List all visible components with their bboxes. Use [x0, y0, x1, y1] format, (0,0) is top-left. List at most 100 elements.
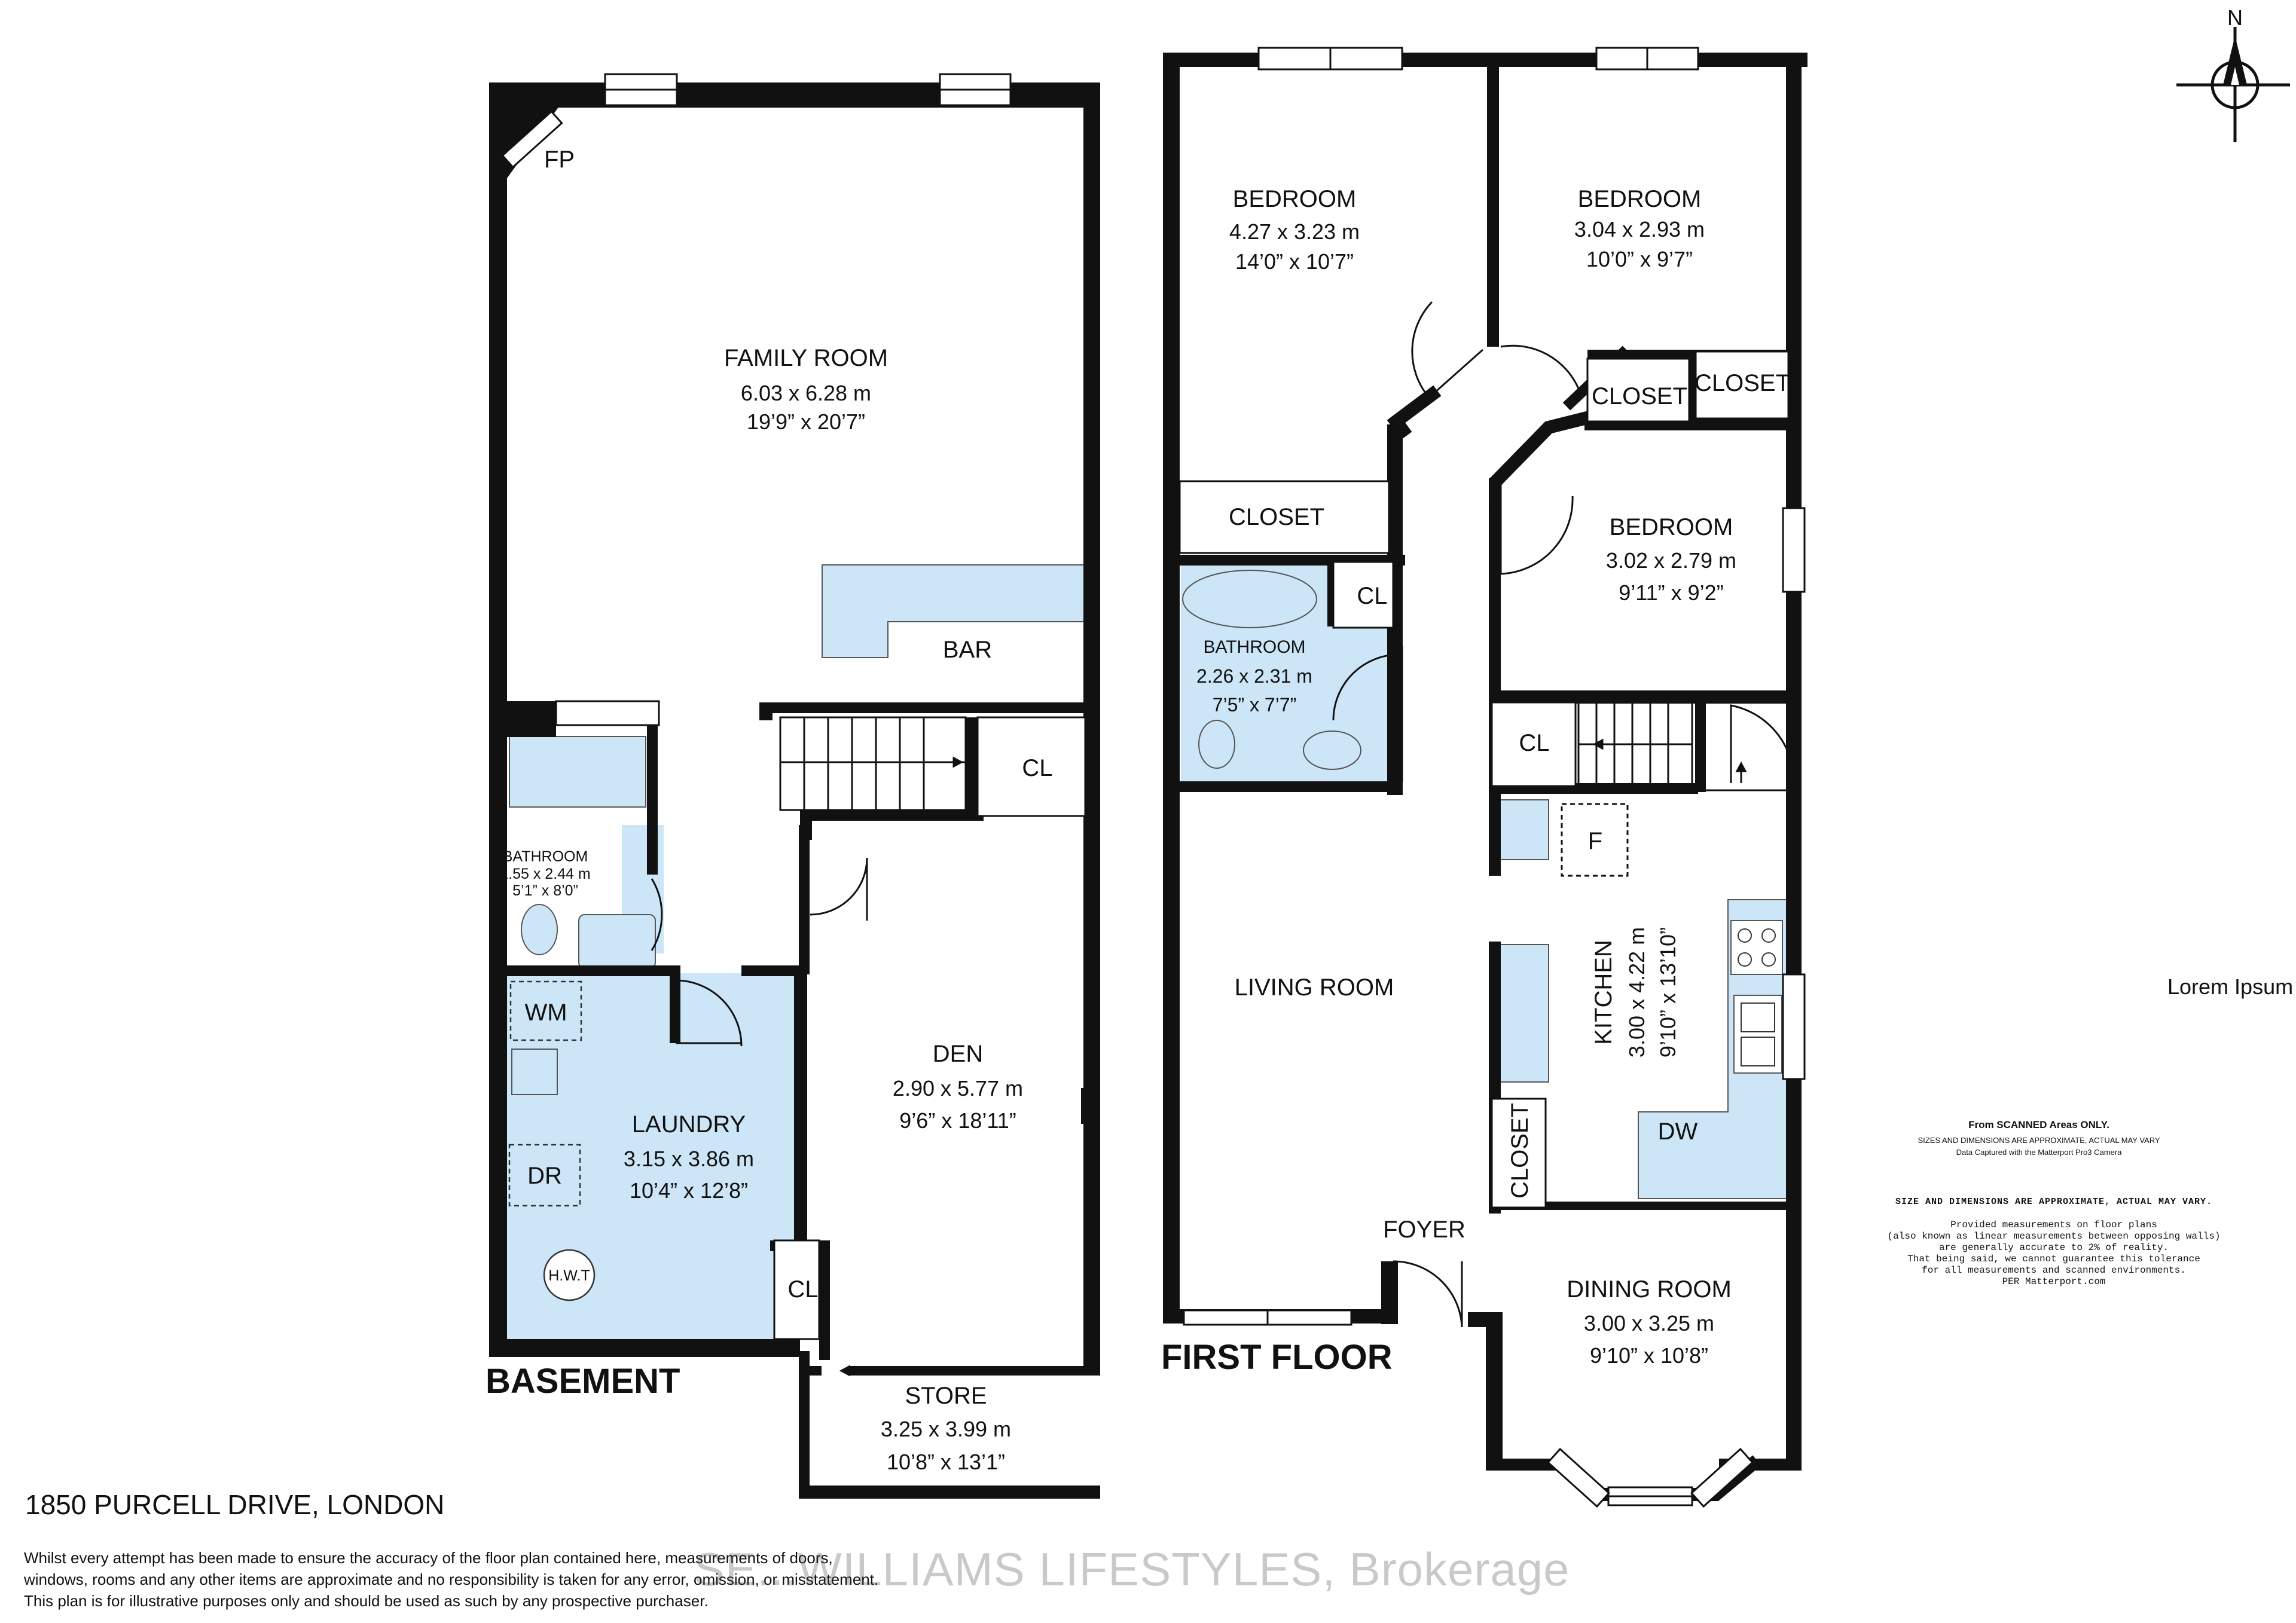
wall-laundry-top: [741, 965, 807, 976]
basement-fixtures: [507, 564, 1089, 1339]
kitchen-name: KITCHEN: [1590, 940, 1617, 1045]
kitchen-sink: [1733, 995, 1782, 1074]
wall-den-store-left: [810, 1366, 822, 1376]
wall-bed3-south: [1489, 690, 1800, 704]
bay-window: [1546, 1447, 1754, 1508]
wall-store-west: [799, 1351, 810, 1497]
wall-stair-east: [966, 717, 978, 819]
kitchen-island: [1493, 944, 1549, 1083]
bar-label: BAR: [943, 637, 992, 663]
dr-label: DR: [527, 1163, 562, 1189]
scanned-note: From SCANNED Areas ONLY.: [1968, 1119, 2109, 1130]
wall-bed-divider: [1487, 60, 1499, 347]
wall-den-cl-east: [819, 1240, 830, 1360]
living-room-name: LIVING ROOM: [1235, 974, 1394, 1001]
wall-basement-south: [489, 1339, 800, 1357]
wall-stair-east: [1695, 699, 1706, 792]
bathroom-first-name: BATHROOM: [1203, 637, 1305, 657]
wall-den-east: [1083, 716, 1100, 1374]
camera-note: Data Captured with the Matterport Pro3 C…: [1956, 1148, 2122, 1157]
wall-den-east-notch: [1081, 1088, 1088, 1124]
stove: [1730, 920, 1783, 975]
wall-stair-west: [759, 702, 773, 720]
laundry-metric: 3.15 x 3.86 m: [624, 1147, 754, 1171]
wall-den-west: [799, 825, 810, 974]
provided-note: Provided measurements on floor plans (al…: [1821, 1219, 2287, 1288]
wall-dining-south-left: [1486, 1459, 1564, 1471]
provided-line: for all measurements and scanned environ…: [1922, 1265, 2186, 1276]
store-metric: 3.25 x 3.99 m: [881, 1417, 1011, 1441]
approx-note: SIZES AND DIMENSIONS ARE APPROXIMATE, AC…: [1918, 1136, 2160, 1145]
toilet-first: [1198, 720, 1235, 769]
bedroom3-imperial: 9’11” x 9’2”: [1619, 580, 1723, 605]
closet-living: [1491, 1098, 1547, 1209]
washer-outline: [509, 980, 582, 1041]
fridge-label: F: [1588, 828, 1602, 854]
basement-plan: FP FAMILY ROOM 6.03 x 6.28 m 19’9” x 20’…: [486, 73, 1100, 1499]
family-room-name: FAMILY ROOM: [724, 345, 888, 371]
disclaimer-line: This plan is for illustrative purposes o…: [24, 1592, 709, 1610]
basement-shower: [509, 736, 646, 808]
closet-label-bed1: CLOSET: [1229, 504, 1324, 530]
wall-bath-north: [496, 701, 556, 737]
toilet-basement: [521, 904, 558, 955]
hot-water-tank: [543, 1249, 596, 1301]
disclaimer: Whilst every attempt has been made to en…: [24, 1547, 1375, 1612]
wall-kitchen-south: [1489, 1202, 1800, 1210]
fridge-block: [1494, 799, 1549, 860]
kitchen-appliance-details: [1738, 928, 1776, 1066]
wall-bath-east: [647, 720, 658, 875]
den-name: DEN: [933, 1041, 983, 1067]
provided-line: PER Matterport.com: [2002, 1276, 2106, 1287]
hwt-label: H.W.T: [548, 1267, 590, 1284]
first-floor-walls: [1163, 53, 1808, 1471]
first-sink: [1303, 730, 1361, 770]
bathroom-first-metric: 2.26 x 2.31 m: [1196, 665, 1312, 687]
bedroom1-metric: 4.27 x 3.23 m: [1229, 219, 1360, 244]
first-floor-plan: BEDROOM 4.27 x 3.23 m 14’0” x 10’7” BEDR…: [1161, 47, 1808, 1508]
wall-basement-east-upper: [1083, 82, 1100, 716]
closet-label-living: CLOSET: [1507, 1103, 1533, 1199]
bathroom-first-imperial: 7’5” x 7’7”: [1213, 694, 1297, 716]
dining-room-imperial: 9’10” x 10’8”: [1590, 1343, 1708, 1368]
side-text: Lorem Ipsum: [2167, 974, 2294, 999]
disclaimer-line: windows, rooms and any other items are a…: [24, 1570, 879, 1588]
cl-label-basement: CL: [1022, 755, 1052, 781]
store-imperial: 10’8” x 13’1”: [887, 1450, 1005, 1474]
closet-cl-basement: [976, 716, 1086, 817]
closet-label-bed2a: CLOSET: [1592, 383, 1687, 409]
closet-cl-laundry: [773, 1239, 820, 1340]
wall-foyer-west: [1381, 1261, 1398, 1324]
first-tub: [1182, 570, 1317, 628]
store-name: STORE: [905, 1383, 987, 1409]
bedroom2-name: BEDROOM: [1578, 186, 1702, 212]
disclaimer-line: Whilst every attempt has been made to en…: [24, 1549, 833, 1567]
closet-bed2-a: [1586, 357, 1690, 423]
wall-bath-laundry: [507, 965, 674, 976]
cl-label-laundry: CL: [787, 1276, 818, 1303]
basement-tub: [578, 914, 656, 969]
compass-north-label: N: [2227, 5, 2243, 30]
closet-living-label-group: CLOSET: [1507, 1103, 1533, 1199]
wall-dining-west: [1486, 1312, 1503, 1471]
cl-label-stair: CL: [1519, 730, 1549, 756]
dining-room-name: DINING ROOM: [1567, 1276, 1732, 1303]
window-bath: [555, 700, 660, 726]
first-floor-doors: [1332, 301, 1795, 1328]
closet-bedroom1: [1178, 480, 1390, 554]
provided-line: are generally accurate to 2% of reality.: [1938, 1242, 2169, 1253]
cl-label-bath: CL: [1357, 583, 1387, 609]
first-floor-fixtures: [1181, 565, 1787, 1199]
basement-doors: [651, 716, 1086, 1377]
provided-line: (also known as linear measurements betwe…: [1887, 1231, 2221, 1242]
den-metric: 2.90 x 5.77 m: [893, 1076, 1023, 1101]
first-floor-closets: [1178, 350, 1791, 1209]
closet-label-bed2b: CLOSET: [1694, 370, 1790, 396]
fireplace-insert: [501, 110, 563, 169]
dryer-outline: [508, 1144, 581, 1207]
kitchen-metric: 3.00 x 4.22 m: [1625, 927, 1649, 1057]
bedroom2-imperial: 10’0” x 9’7”: [1586, 247, 1693, 271]
bedroom1-name: BEDROOM: [1233, 186, 1357, 212]
laundry-imperial: 10’4” x 12’8”: [630, 1178, 748, 1203]
bedroom3-metric: 3.02 x 2.79 m: [1606, 548, 1736, 573]
